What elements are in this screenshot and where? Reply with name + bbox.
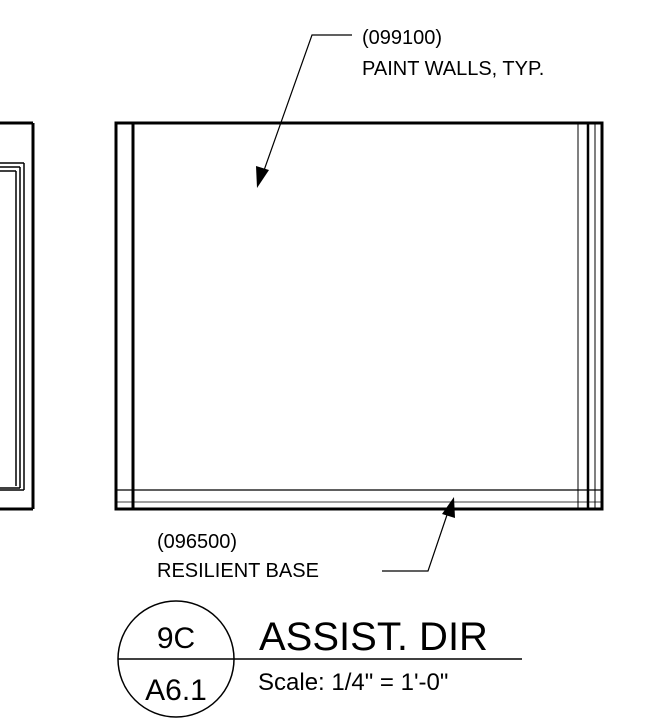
sheet-number: A6.1 [145,674,207,707]
base-code-label: (096500) [157,531,237,553]
title-block: 9C A6.1 ASSIST. DIR Scale: 1/4" = 1'-0" [117,600,522,718]
base-arrowhead [442,497,455,518]
base-text-label: RESILIENT BASE [157,560,319,582]
adjacent-elevation-partial [0,121,35,511]
detail-number: 9C [157,622,195,655]
paint-text-label: PAINT WALLS, TYP. [362,58,544,80]
paint-leader [256,34,352,188]
drawing-scale: Scale: 1/4" = 1'-0" [258,669,448,696]
base-leader [382,497,455,572]
paint-code-label: (099100) [362,27,442,49]
drawing-title: ASSIST. DIR [259,615,488,659]
paint-arrowhead [256,166,269,188]
wall-elevation [114,121,604,511]
wall-outline [114,121,604,511]
